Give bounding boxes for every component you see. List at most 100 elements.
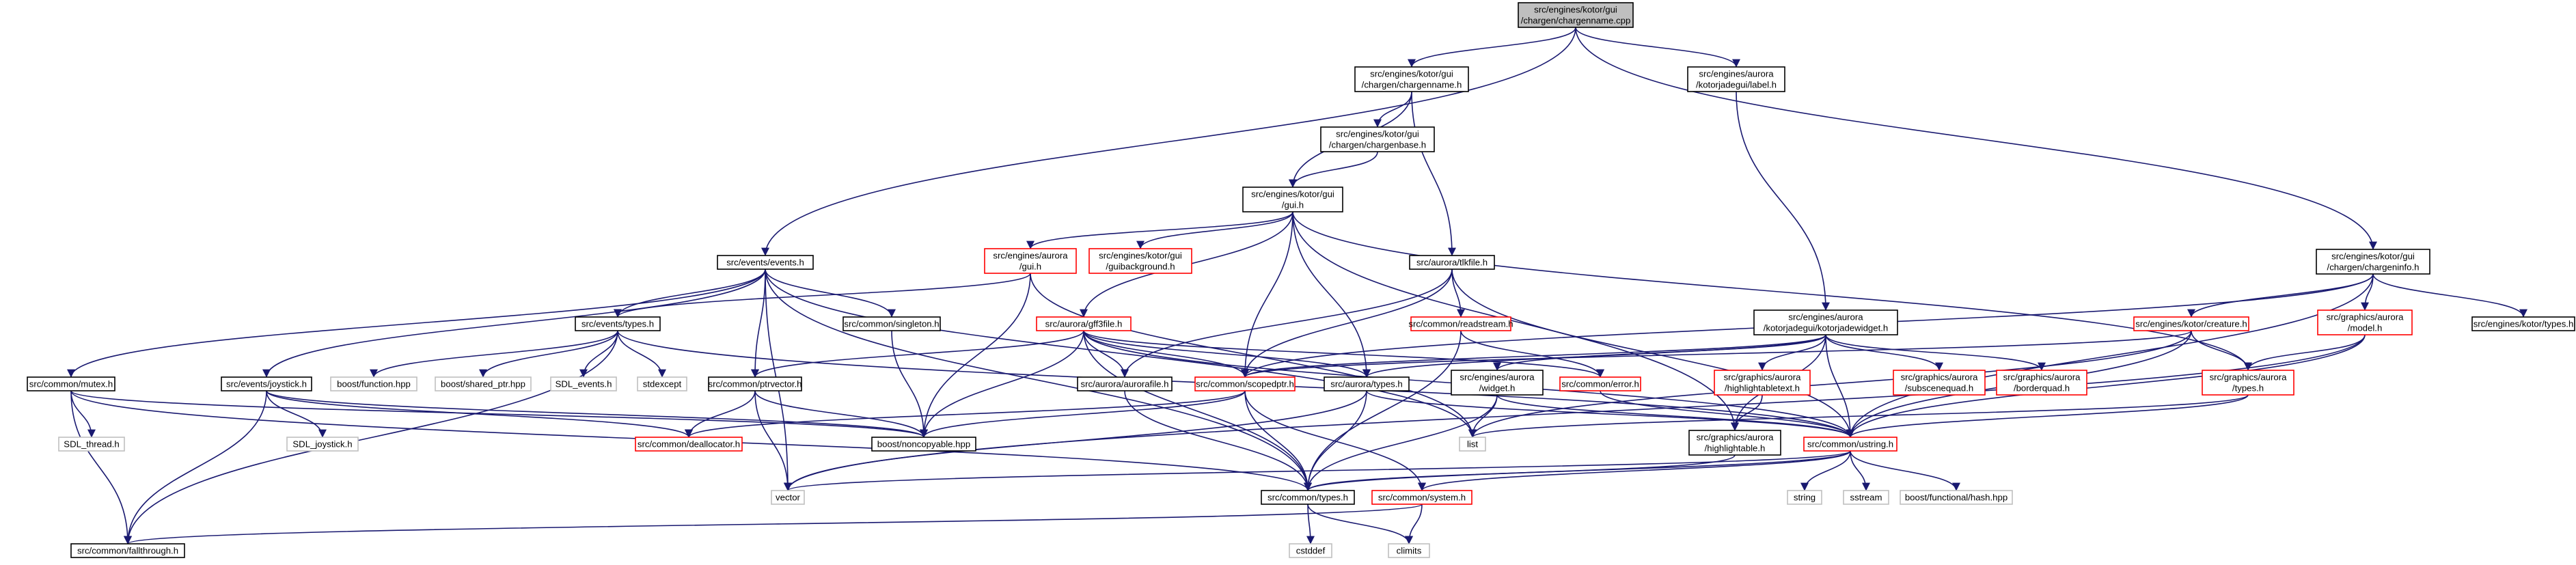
node-aurorafile-h[interactable]: src/aurora/aurorafile.h: [1077, 376, 1173, 391]
node-aurora-types-h[interactable]: src/aurora/types.h: [1324, 376, 1410, 391]
edge-aurora-gui-h-to-events-types-h: [614, 273, 1031, 318]
node-chargenname-h[interactable]: src/engines/kotor/gui/chargen/chargennam…: [1354, 66, 1469, 92]
node-readstream-h[interactable]: src/common/readstream.h: [1408, 316, 1513, 331]
edge-singleton-h-to-noncopyable: [891, 330, 928, 438]
node-tlkfile-h[interactable]: src/aurora/tlkfile.h: [1409, 255, 1495, 270]
node-highlightabletext-h[interactable]: src/graphics/aurora/highlightabletext.h: [1714, 370, 1811, 396]
node-label: src/common/ustring.h: [1807, 439, 1893, 450]
edge-system-h-to-fallthrough-h: [124, 504, 1423, 545]
node-label: /gui.h: [1282, 200, 1304, 210]
edge-gff3file-h-to-ptrvector-h: [751, 330, 1084, 378]
node-box: [717, 255, 814, 270]
edge-kotor-gui-h-to-highlightable-h: [1292, 211, 1739, 431]
node-label: src/graphics/aurora: [1901, 372, 1979, 383]
node-label: src/engines/aurora: [993, 251, 1068, 261]
node-ptrvector-h[interactable]: src/common/ptrvector.h: [708, 376, 802, 391]
node-label: /highlightable.h: [1705, 443, 1766, 454]
node-box: [70, 543, 185, 558]
edge-root-to-chargeninfo-h: [1575, 27, 2377, 250]
node-scopedptr-h[interactable]: src/common/scopedptr.h: [1194, 376, 1296, 391]
node-root[interactable]: src/engines/kotor/gui/chargen/chargennam…: [1518, 2, 1634, 28]
node-label: sstream: [1850, 493, 1882, 503]
node-label: src/graphics/aurora: [2003, 372, 2081, 383]
edge-events-h-to-joystick-h: [262, 268, 766, 378]
node-graphics-types-h[interactable]: src/graphics/aurora/types.h: [2202, 370, 2294, 396]
node-label: /highlightabletext.h: [1725, 383, 1800, 394]
node-box: [435, 376, 532, 391]
node-gff3file-h[interactable]: src/aurora/gff3file.h: [1036, 316, 1132, 331]
edge-root-to-kotorjadegui-label-h: [1575, 27, 1740, 68]
node-kotor-types-h[interactable]: src/engines/kotor/types.h: [2471, 316, 2575, 331]
node-box: [1354, 66, 1469, 92]
node-singleton-h[interactable]: src/common/singleton.h: [842, 316, 941, 331]
node-deallocator-h[interactable]: src/common/deallocator.h: [635, 437, 743, 452]
edge-error-h-to-ustring-h: [1600, 390, 1854, 438]
node-noncopyable[interactable]: boost/noncopyable.hpp: [871, 437, 976, 452]
node-joystick-h[interactable]: src/events/joystick.h: [221, 376, 312, 391]
node-label: src/engines/kotor/gui: [1534, 5, 1617, 15]
node-creature-h[interactable]: src/engines/kotor/creature.h: [2133, 316, 2249, 331]
edge-joystick-h-to-fallthrough-h: [124, 390, 267, 545]
edge-common-types-h-to-climits: [1307, 504, 1413, 545]
node-box: [1194, 376, 1296, 391]
node-cstddef: cstddef: [1289, 543, 1332, 558]
node-label: src/common/types.h: [1268, 493, 1348, 503]
edge-mutex-h-to-sdl-thread: [70, 390, 96, 438]
node-box: [708, 376, 802, 391]
edge-widget-h-to-common-types-h: [1304, 394, 1498, 491]
node-label: src/common/ptrvector.h: [708, 379, 801, 389]
node-label: src/aurora/tlkfile.h: [1416, 258, 1488, 268]
edge-scopedptr-h-to-deallocator-h: [685, 390, 1246, 438]
node-graphics-model-h[interactable]: src/graphics/aurora/model.h: [2317, 309, 2413, 335]
node-highlightable-h[interactable]: src/graphics/aurora/highlightable.h: [1688, 430, 1781, 456]
node-layer: src/engines/kotor/gui/chargen/chargennam…: [27, 2, 2575, 558]
node-box: [1787, 490, 1822, 505]
node-chargenbase-h[interactable]: src/engines/kotor/gui/chargen/chargenbas…: [1320, 126, 1435, 152]
node-label: /model.h: [2348, 323, 2383, 333]
node-sdl-thread: SDL_thread.h: [58, 437, 125, 452]
node-label: src/engines/aurora: [1699, 69, 1774, 79]
edge-ustring-h-to-vector: [784, 450, 1851, 491]
node-box: [635, 437, 743, 452]
edge-joystick-h-to-sdl-joystick: [266, 390, 327, 438]
node-guibackground-h[interactable]: src/engines/kotor/gui/guibackground.h: [1088, 248, 1192, 274]
edge-chargenbase-h-to-kotor-gui-h: [1289, 151, 1378, 188]
node-chargeninfo-h[interactable]: src/engines/kotor/gui/chargen/chargeninf…: [2316, 249, 2430, 275]
node-error-h[interactable]: src/common/error.h: [1559, 376, 1641, 391]
edge-events-types-h-to-stdexcept: [617, 330, 666, 378]
node-box: [771, 490, 805, 505]
node-label: SDL_joystick.h: [292, 439, 352, 450]
node-label: SDL_thread.h: [64, 439, 119, 450]
node-box: [2202, 370, 2294, 396]
node-mutex-h[interactable]: src/common/mutex.h: [27, 376, 115, 391]
node-string: string: [1787, 490, 1822, 505]
edge-scopedptr-h-to-common-types-h: [1244, 390, 1312, 491]
node-box: [58, 437, 125, 452]
node-ustring-h[interactable]: src/common/ustring.h: [1803, 437, 1897, 452]
node-box: [1803, 437, 1897, 452]
node-kotor-gui-h[interactable]: src/engines/kotor/gui/gui.h: [1242, 187, 1343, 212]
node-aurora-gui-h[interactable]: src/engines/aurora/gui.h: [984, 248, 1077, 274]
node-fallthrough-h[interactable]: src/common/fallthrough.h: [70, 543, 185, 558]
node-subscenequad-h[interactable]: src/graphics/aurora/subscenequad.h: [1893, 370, 1986, 396]
node-events-types-h[interactable]: src/events/types.h: [575, 316, 661, 331]
edge-aurora-types-h-to-vector: [784, 390, 1367, 491]
node-label: /subscenequad.h: [1905, 383, 1973, 394]
node-events-h[interactable]: src/events/events.h: [717, 255, 814, 270]
edge-aurorafile-h-to-common-types-h: [1124, 390, 1312, 491]
node-label: src/common/error.h: [1561, 379, 1639, 389]
node-common-types-h[interactable]: src/common/types.h: [1261, 490, 1355, 505]
node-box: [2471, 316, 2575, 331]
node-box: [1688, 430, 1781, 456]
node-label: /chargen/chargenbase.h: [1329, 140, 1426, 150]
node-widget-h[interactable]: src/engines/aurora/widget.h: [1451, 370, 1544, 396]
node-borderquad-h[interactable]: src/graphics/aurora/borderquad.h: [1996, 370, 2087, 396]
node-label: boost/functional/hash.hpp: [1905, 493, 2008, 503]
node-label: /chargen/chargenname.cpp: [1521, 16, 1631, 26]
node-box: [1843, 490, 1889, 505]
edge-graphics-model-h-to-ustring-h: [1846, 334, 2366, 438]
node-label: stdexcept: [643, 379, 682, 389]
node-kotorjadewidget-h[interactable]: src/engines/aurora/kotorjadegui/kotorjad…: [1753, 309, 1898, 335]
node-kotorjadegui-label-h[interactable]: src/engines/aurora/kotorjadegui/label.h: [1687, 66, 1785, 92]
node-system-h[interactable]: src/common/system.h: [1371, 490, 1472, 505]
